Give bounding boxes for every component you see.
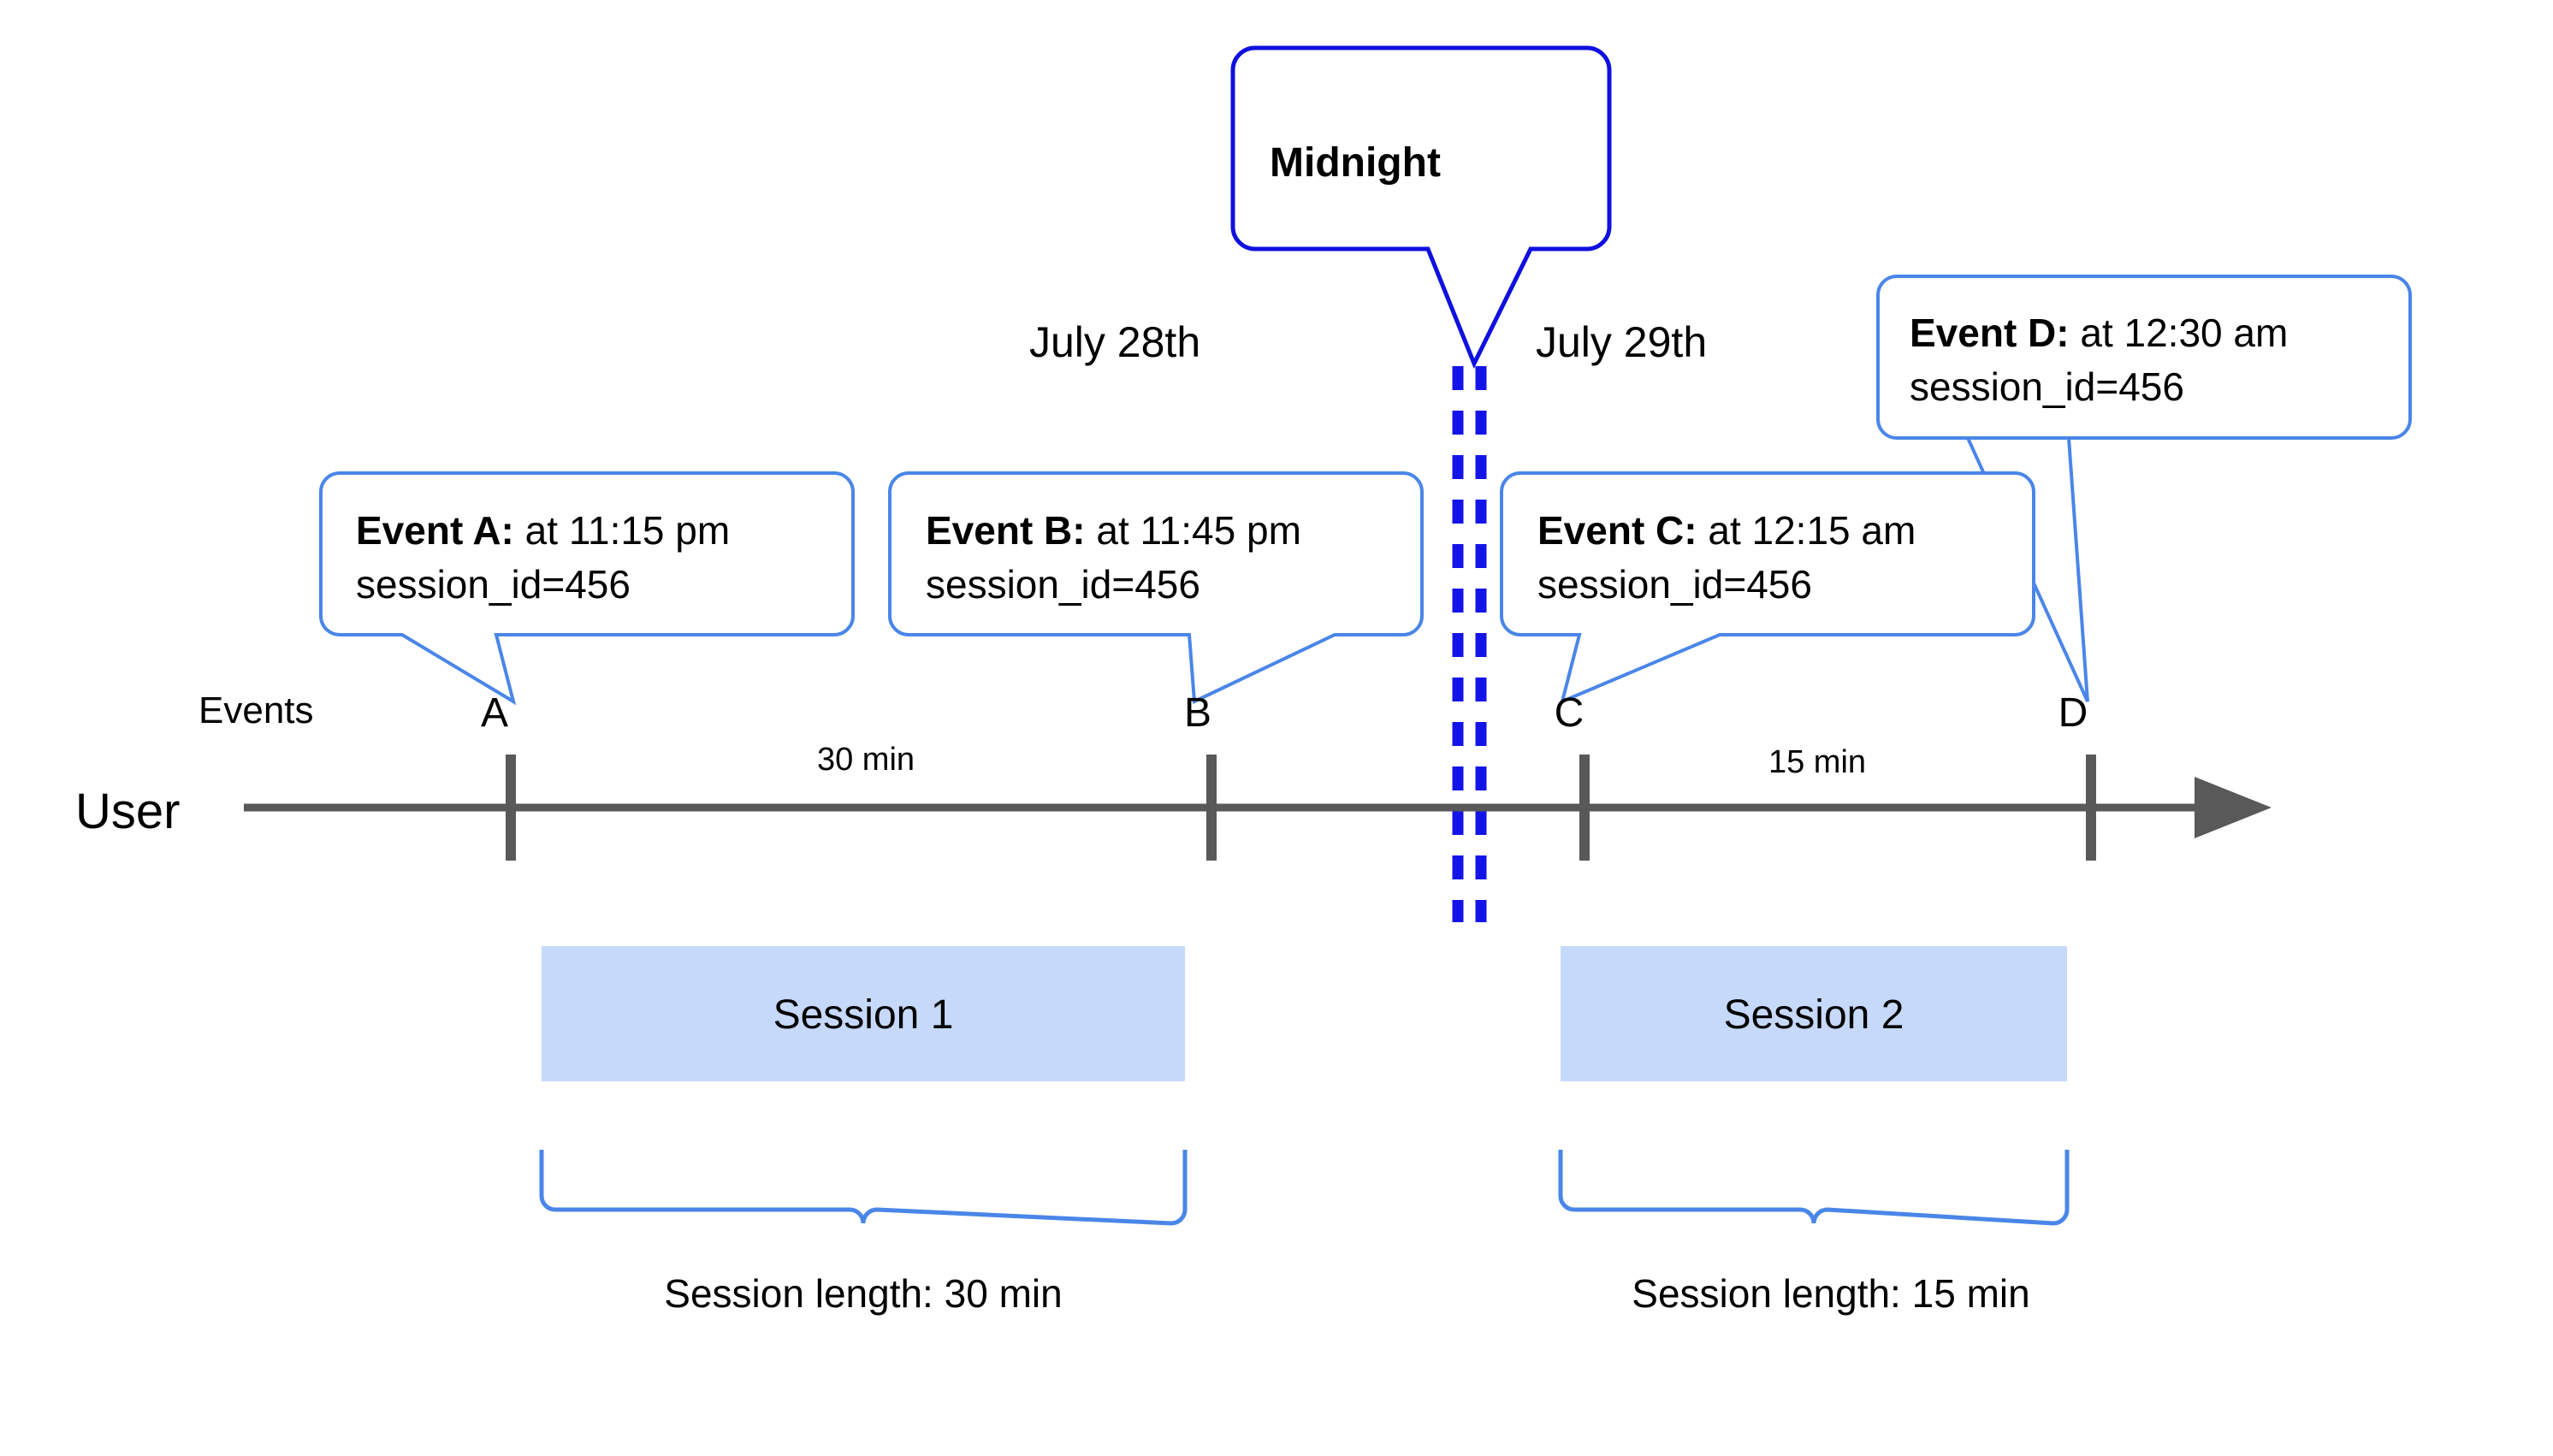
callout-a-line1: Event A: at 11:15 pm	[356, 508, 730, 553]
callout-b-line2: session_id=456	[926, 562, 1200, 607]
callout-d-rest: at 12:30 am	[2070, 311, 2289, 355]
marker-label-a: A	[481, 690, 508, 736]
callout-b-line1: Event B: at 11:45 pm	[926, 508, 1301, 553]
session-2-box	[1561, 946, 2067, 1081]
callout-a-rest: at 11:15 pm	[514, 508, 730, 553]
callout-event-d: Event D: at 12:30 am session_id=456	[1876, 275, 2412, 702]
callout-event-b: Event B: at 11:45 pm session_id=456	[888, 471, 1424, 705]
callout-c-bubble-shape	[1500, 471, 2035, 705]
callout-a-lead: Event A:	[356, 508, 514, 553]
session-1-label: Session 1	[773, 992, 954, 1038]
midnight-dashed-lines	[1452, 366, 1487, 922]
user-row-label: User	[75, 784, 180, 839]
session-2-group: Session 2 Session length: 15 min	[1558, 946, 2070, 1316]
callout-b-rest: at 11:45 pm	[1086, 508, 1301, 553]
duration-label-15min: 15 min	[1768, 744, 1866, 780]
callout-c-line1: Event C: at 12:15 am	[1537, 508, 1916, 553]
midnight-bubble-shape	[1230, 45, 1612, 370]
callout-a-bubble-shape	[319, 471, 855, 706]
session-1-length-label: Session length: 30 min	[664, 1271, 1062, 1316]
callout-b-lead: Event B:	[926, 508, 1086, 553]
midnight-callout: Midnight	[1230, 45, 1612, 370]
session-1-box	[542, 946, 1185, 1081]
callout-d-line1: Event D: at 12:30 am	[1910, 311, 2288, 355]
marker-label-b: B	[1184, 690, 1211, 736]
midnight-label: Midnight	[1270, 140, 1441, 186]
callout-event-c: Event C: at 12:15 am session_id=456	[1500, 471, 2035, 705]
marker-label-c: C	[1555, 690, 1585, 736]
callout-event-a: Event A: at 11:15 pm session_id=456	[319, 471, 855, 706]
callout-a-line2: session_id=456	[356, 562, 631, 607]
callout-c-line2: session_id=456	[1537, 562, 1812, 607]
callout-b-bubble-shape	[888, 471, 1424, 705]
timeline-markers	[506, 755, 2096, 861]
callout-c-lead: Event C:	[1537, 508, 1697, 553]
callout-d-bubble-shape	[1876, 275, 2412, 702]
session-2-length-label: Session length: 15 min	[1632, 1271, 2029, 1316]
date-label-right: July 29th	[1536, 318, 1707, 366]
callout-c-rest: at 12:15 am	[1697, 508, 1916, 553]
date-label-left: July 28th	[1029, 318, 1200, 366]
callout-d-line2: session_id=456	[1910, 364, 2184, 409]
session-1-group: Session 1 Session length: 30 min	[539, 946, 1188, 1316]
session-2-brace	[1558, 1150, 2070, 1226]
callout-d-lead: Event D:	[1910, 311, 2070, 355]
events-row-label: Events	[198, 690, 314, 731]
marker-label-d: D	[2058, 690, 2088, 736]
session-2-label: Session 2	[1724, 992, 1904, 1038]
duration-label-30min: 30 min	[817, 742, 915, 778]
session-1-brace	[539, 1150, 1188, 1226]
